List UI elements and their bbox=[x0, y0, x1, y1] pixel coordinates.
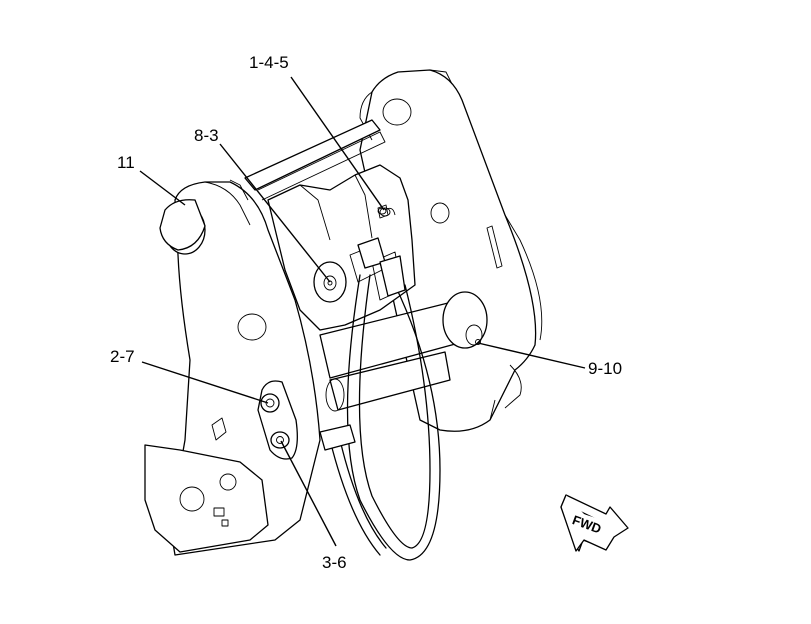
callout-2-7: 2-7 bbox=[110, 347, 135, 366]
callout-9-10: 9-10 bbox=[588, 359, 622, 378]
leader-2-7 bbox=[141, 361, 269, 404]
leader-11 bbox=[139, 170, 186, 206]
leader-1-4-5 bbox=[290, 76, 385, 211]
mounting-plate bbox=[144, 444, 269, 553]
latch-plate bbox=[257, 380, 298, 460]
callout-3-6: 3-6 bbox=[322, 553, 347, 572]
fwd-arrow-icon: FWD bbox=[560, 494, 629, 552]
callout-11: 11 bbox=[117, 153, 135, 172]
leader-3-6 bbox=[280, 440, 337, 547]
hydraulic-hose bbox=[319, 237, 441, 561]
leader-lines bbox=[139, 76, 586, 547]
leader-8-3 bbox=[219, 143, 331, 283]
right-plate-lower bbox=[489, 364, 522, 421]
center-coupler-body bbox=[267, 164, 416, 331]
callout-labels: 1-4-5 8-3 11 2-7 9-10 3-6 bbox=[110, 53, 622, 572]
leader-9-10 bbox=[477, 342, 586, 369]
callout-8-3: 8-3 bbox=[194, 126, 219, 145]
callout-1-4-5: 1-4-5 bbox=[249, 53, 289, 72]
top-rail bbox=[244, 119, 386, 201]
